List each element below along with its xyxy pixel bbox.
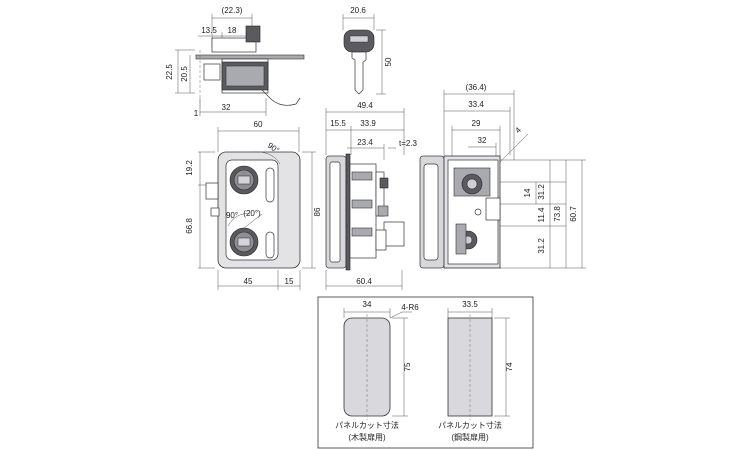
back-dim-60: 60.7 — [569, 206, 578, 222]
back-dim-11: 11.4 — [537, 207, 546, 223]
back-dim-lower: 31.2 — [537, 238, 546, 254]
back-dim-upper: 31.2 — [537, 184, 546, 200]
wood-dim-radius: 4-R6 — [401, 303, 419, 312]
front-dim-height: 86 — [313, 207, 322, 216]
key-dim-length: 50 — [384, 57, 393, 66]
side-dim-base: 32 — [222, 103, 231, 112]
side-dim-height-inner: 20.5 — [180, 66, 189, 82]
steel-sub: (鋼製扉用) — [451, 432, 489, 442]
back-dim-14: 14 — [523, 188, 532, 197]
side-view: (22.3) 13.5 18 22.5 20.5 1 32 — [165, 6, 305, 118]
key-dim-width: 20.6 — [350, 6, 366, 15]
profile-dim-bottom: 60.4 — [356, 277, 372, 286]
profile-dim-depth: 33.9 — [360, 119, 376, 128]
cutout-wood: 34 4-R6 75 パネルカット寸法 (木製扉用) — [335, 300, 419, 442]
profile-dim-overall: 49.4 — [357, 101, 373, 110]
front-angle-paren: (20°) — [243, 209, 261, 218]
front-dim-mid: 66.8 — [185, 218, 194, 234]
side-dim-one: 1 — [194, 109, 199, 118]
cutout-steel: 33.5 74 パネルカット寸法 (鋼製扉用) — [438, 300, 514, 442]
back-dim-73: 73.8 — [553, 206, 562, 222]
front-angle-left: 90° — [226, 211, 238, 220]
wood-dim-width: 34 — [363, 300, 372, 309]
side-dim-a: 13.5 — [201, 26, 217, 35]
back-dim-width: 33.4 — [468, 100, 484, 109]
side-dim-overall: (22.3) — [222, 6, 243, 15]
front-dim-width: 60 — [254, 120, 263, 129]
back-dim-overall: (36.4) — [466, 83, 487, 92]
steel-dim-height: 74 — [505, 362, 514, 371]
front-dim-bottom-left: 45 — [244, 277, 253, 286]
side-dim-b: 18 — [228, 26, 237, 35]
steel-caption: パネルカット寸法 — [438, 420, 502, 430]
front-dim-top: 19.2 — [185, 160, 194, 176]
front-dim-bottom-right: 15 — [285, 277, 294, 286]
back-view: (36.4) 33.4 29 32 14 31.2 11.4 73.8 60.7… — [419, 83, 586, 269]
back-dim-offset: 32 — [478, 136, 487, 145]
front-view: 90° 90° (20°) 60 19.2 66.8 86 45 15 — [185, 120, 322, 290]
back-dim-inner: 29 — [472, 119, 481, 128]
wood-sub: (木製扉用) — [348, 432, 386, 442]
back-dim-angle: 4 — [513, 125, 523, 135]
key-view: 20.6 50 — [342, 6, 393, 95]
wood-caption: パネルカット寸法 — [335, 420, 399, 430]
side-dim-height: 22.5 — [165, 64, 174, 80]
cutout-frame — [317, 296, 534, 449]
profile-view: 49.4 15.5 33.9 23.4 t=2.3 60.4 — [325, 101, 418, 290]
profile-dim-front: 15.5 — [330, 119, 346, 128]
profile-dim-thickness: t=2.3 — [399, 139, 418, 148]
wood-dim-height: 75 — [403, 362, 412, 371]
steel-dim-width: 33.5 — [462, 300, 478, 309]
profile-dim-inner: 23.4 — [357, 138, 373, 147]
